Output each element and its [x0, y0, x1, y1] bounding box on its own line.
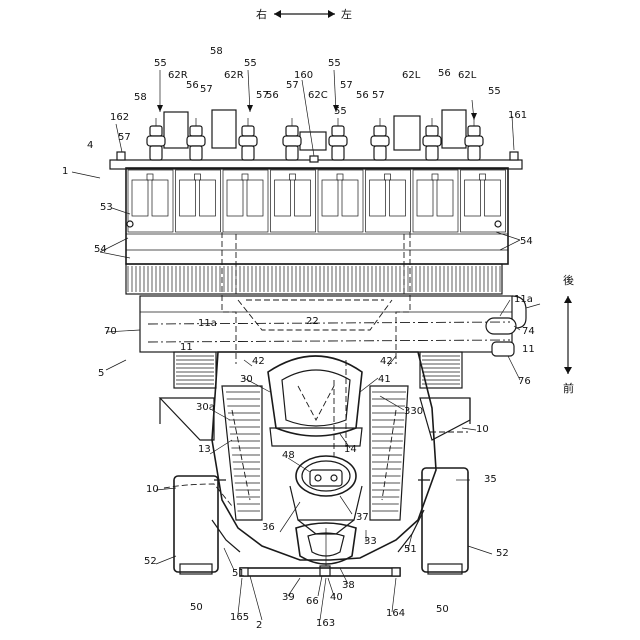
label-62R-b: 62R: [224, 70, 244, 81]
seedling-mat-62C: [300, 132, 326, 150]
seedling-boxes: [128, 170, 506, 232]
label-11-left: 11: [180, 342, 193, 353]
label-38: 38: [342, 580, 355, 591]
label-11a-right: 11a: [514, 294, 533, 305]
label-66: 66: [306, 596, 319, 607]
label-30a: 30a: [196, 402, 215, 413]
label-162: 162: [110, 112, 129, 123]
label-51-right: 51: [404, 544, 417, 555]
label-70: 70: [104, 326, 117, 337]
label-57-d: 57: [286, 80, 299, 91]
tank-76: [492, 342, 514, 356]
label-30: 30: [240, 374, 253, 385]
label-56-c: 56: [356, 90, 369, 101]
label-2: 2: [256, 620, 262, 631]
label-164: 164: [386, 608, 405, 619]
label-22: 22: [306, 316, 319, 327]
label-14: 14: [344, 444, 357, 455]
label-11-right: 11: [522, 344, 535, 355]
direction-right-label: 右: [256, 7, 267, 21]
label-55-a: 55: [154, 58, 167, 69]
marker-161: [510, 152, 518, 160]
label-35: 35: [484, 474, 497, 485]
label-4: 4: [87, 140, 93, 151]
float-rail: [126, 264, 502, 294]
label-74: 74: [522, 326, 535, 337]
label-10-right: 10: [476, 424, 489, 435]
label-41: 41: [378, 374, 391, 385]
label-165: 165: [230, 612, 249, 623]
label-42-left: 42: [252, 356, 265, 367]
label-57-f: 57: [372, 90, 385, 101]
label-55-c: 55: [328, 58, 341, 69]
wheel-right-52: [422, 468, 468, 572]
lift-linkage-22: [222, 232, 410, 364]
marker-160: [310, 156, 318, 162]
vehicle-body: [160, 352, 470, 560]
label-76: 76: [518, 376, 531, 387]
label-13: 13: [198, 444, 211, 455]
label-56-a: 56: [186, 80, 199, 91]
label-11a-left: 11a: [198, 318, 217, 329]
label-57-b: 57: [200, 84, 213, 95]
front-rear-direction-indicator: 後 前: [563, 273, 574, 395]
label-1: 1: [62, 166, 68, 177]
label-62R-a: 62R: [168, 70, 188, 81]
label-55-b: 55: [244, 58, 257, 69]
direction-rear-label: 後: [563, 273, 574, 287]
label-57-e: 57: [340, 80, 353, 91]
label-39: 39: [282, 592, 295, 603]
pipe-74: [486, 318, 516, 334]
label-55-d: 55: [334, 106, 347, 117]
label-48: 48: [282, 450, 295, 461]
seedling-mat-62R-2: [212, 110, 236, 148]
label-51-left: 51: [232, 568, 245, 579]
label-50-left: 50: [190, 602, 203, 613]
label-50-right: 50: [436, 604, 449, 615]
seedling-mat-62L-1: [394, 116, 420, 150]
label-58-b: 58: [210, 46, 223, 57]
label-10-left: 10: [146, 484, 159, 495]
label-56-d: 56: [438, 68, 451, 79]
label-37: 37: [356, 512, 369, 523]
label-62C: 62C: [308, 90, 328, 101]
label-52-left: 52: [144, 556, 157, 567]
direction-front-label: 前: [563, 381, 574, 395]
direction-left-label: 左: [341, 8, 352, 21]
label-62L-a: 62L: [402, 70, 421, 81]
label-330: 330: [404, 406, 423, 417]
label-161: 161: [508, 110, 527, 121]
label-57-a: 57: [118, 132, 131, 143]
label-42-right: 42: [380, 356, 393, 367]
label-52-right: 52: [496, 548, 509, 559]
label-36: 36: [262, 522, 275, 533]
label-54-right: 54: [520, 236, 533, 247]
seedling-mat-62L-2: [442, 110, 466, 148]
seat-30: [268, 356, 362, 456]
label-160: 160: [294, 70, 313, 81]
marker-162: [117, 152, 125, 160]
label-33: 33: [364, 536, 377, 547]
label-62L-b: 62L: [458, 70, 477, 81]
wheel-left-52: [174, 476, 218, 572]
label-5: 5: [98, 368, 104, 379]
label-40: 40: [330, 592, 343, 603]
label-58-a: 58: [134, 92, 147, 103]
planting-unit: [110, 110, 522, 294]
label-53: 53: [100, 202, 113, 213]
seedling-mat-62R-1: [164, 112, 188, 148]
label-55-e: 55: [488, 86, 501, 97]
label-163: 163: [316, 618, 335, 629]
left-right-direction-indicator: 右 左: [256, 7, 352, 21]
label-54-left: 54: [94, 244, 107, 255]
label-57-c: 57: [256, 90, 269, 101]
